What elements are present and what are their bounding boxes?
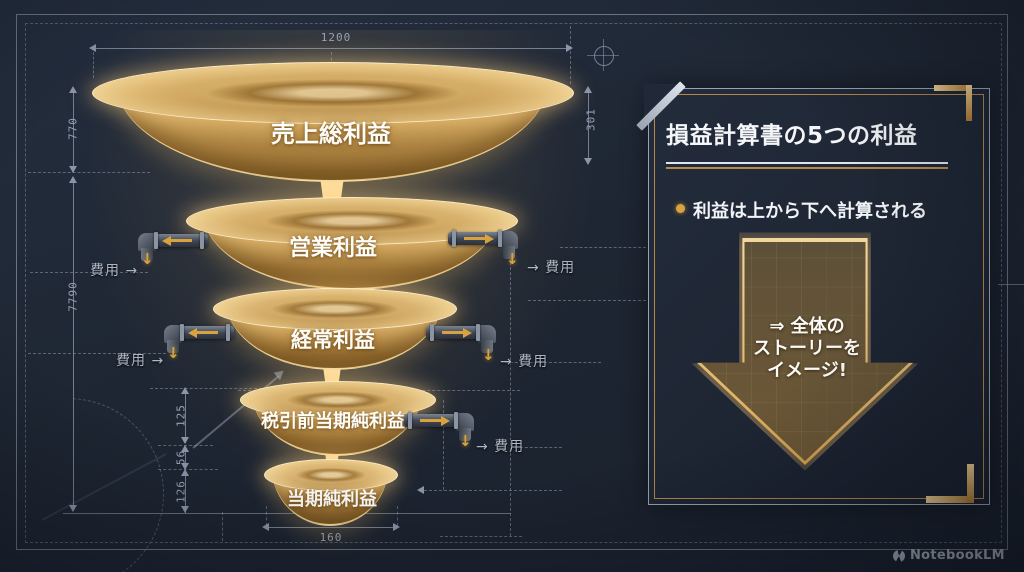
funnel-tier-label-2: 営業利益	[288, 236, 377, 261]
notebooklm-logo-icon	[893, 549, 905, 562]
title-underline-gold	[666, 167, 948, 169]
arrow-caption-line-3: イメージ!	[767, 360, 847, 381]
dim-label-bottom-width: 160	[319, 531, 343, 544]
dim-label-top-width: 1200	[320, 31, 352, 44]
frame-tick	[998, 284, 1024, 285]
extension-line	[150, 388, 262, 389]
expense-flow-down-icon: ↓	[167, 344, 180, 362]
construction-line	[520, 447, 562, 448]
watermark: NotebookLM	[893, 548, 1005, 563]
expense-label: 費用 →	[116, 353, 165, 369]
construction-line	[222, 512, 223, 541]
expense-flow-down-icon: ↓	[482, 346, 495, 364]
bullet-dot-icon	[676, 204, 685, 213]
arrow-caption: ⇒ 全体の ストーリーを イメージ!	[735, 316, 879, 382]
construction-line	[440, 536, 522, 537]
registration-mark-icon	[594, 46, 614, 66]
dim-line-top-width	[93, 48, 570, 49]
dim-label-right-height: 301	[584, 108, 598, 131]
dim-label-seg-a: 125	[174, 404, 188, 427]
dim-arrow	[69, 86, 77, 93]
extension-line	[158, 445, 213, 446]
construction-line	[560, 247, 646, 248]
construction-line	[28, 172, 150, 173]
dim-arrow	[584, 158, 592, 165]
watermark-brand: NotebookLM	[910, 548, 1005, 563]
funnel-tier-label-3: 経常利益	[291, 328, 375, 352]
funnel-tier-label-1: 売上総利益	[271, 120, 391, 148]
funnel-tier-label-4: 税引前当期純利益	[261, 411, 405, 432]
funnel-tier-label-5: 当期純利益	[287, 489, 377, 510]
extension-line	[93, 52, 94, 78]
panel-corner-gold-accent	[967, 464, 974, 503]
dim-arrow	[69, 176, 77, 183]
dim-label-seg-c: 126	[174, 480, 188, 503]
expense-label: → 費用	[527, 260, 576, 276]
expense-label: → 費用	[500, 354, 549, 370]
dim-arrow	[584, 86, 592, 93]
dim-label-upper-height: 770	[66, 117, 80, 140]
dim-label-total-height: 7790	[66, 281, 80, 312]
title-underline-silver	[666, 162, 948, 164]
registration-mark-icon	[603, 39, 604, 71]
arrow-caption-line-1: ⇒ 全体の	[769, 316, 845, 337]
panel-title: 損益計算書の5つの利益	[666, 123, 918, 149]
construction-line	[424, 490, 562, 491]
dim-arrow	[89, 44, 96, 52]
panel-bullet-text: 利益は上から下へ計算される	[693, 201, 927, 222]
arrow-caption-line-2: ストーリーを	[753, 338, 861, 359]
construction-line	[510, 252, 511, 536]
expense-label: → 費用	[476, 439, 525, 455]
dim-line-bottom-width	[266, 527, 397, 528]
expense-flow-down-icon: ↓	[506, 250, 519, 268]
expense-label: 費用 →	[90, 263, 139, 279]
extension-line	[158, 469, 218, 470]
expense-flow-down-icon: ↓	[141, 250, 154, 268]
extension-line	[570, 26, 571, 84]
expense-flow-down-icon: ↓	[459, 432, 472, 450]
construction-line	[528, 300, 646, 301]
